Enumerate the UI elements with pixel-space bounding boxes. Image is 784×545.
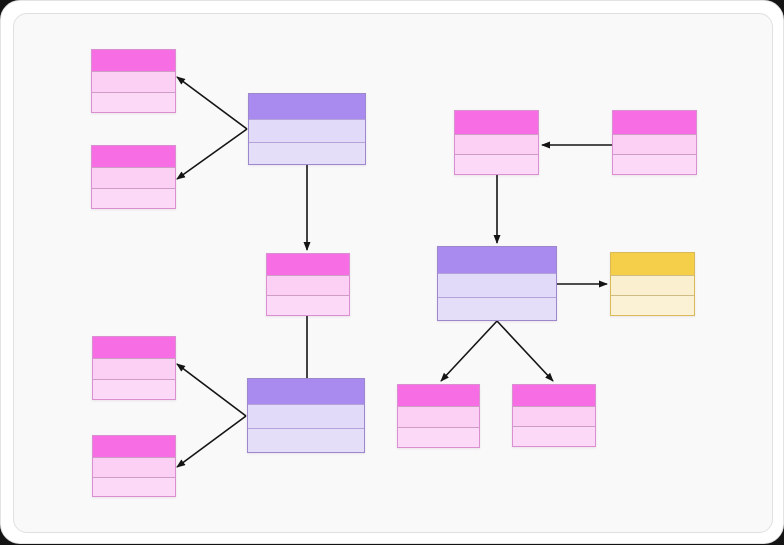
table-node-row	[248, 428, 364, 452]
table-node-pink-bottom-mid-2[interactable]	[512, 384, 596, 447]
table-node-row	[92, 91, 175, 112]
table-node-row	[398, 407, 479, 427]
table-node-row	[93, 378, 175, 399]
table-node-header	[248, 379, 364, 405]
table-node-row	[455, 135, 538, 154]
table-node-row	[611, 295, 694, 315]
table-node-row	[92, 187, 175, 208]
table-node-purple-bottom[interactable]	[247, 378, 365, 453]
table-node-header	[93, 436, 175, 458]
table-node-row	[398, 426, 479, 447]
table-node-row	[249, 141, 365, 164]
table-node-row	[93, 359, 175, 379]
table-node-purple-right[interactable]	[437, 246, 557, 321]
table-node-header	[92, 146, 175, 168]
table-node-header	[267, 254, 349, 276]
table-node-yellow-right[interactable]	[610, 252, 695, 316]
table-node-row	[92, 168, 175, 188]
table-node-header	[613, 111, 696, 135]
table-node-row	[513, 407, 595, 426]
table-node-row	[455, 154, 538, 174]
table-node-header	[611, 253, 694, 276]
table-node-row	[267, 295, 349, 315]
table-node-row	[93, 476, 175, 496]
table-node-header	[93, 337, 175, 359]
connector-arrow[interactable]	[176, 128, 248, 180]
table-node-row	[513, 426, 595, 446]
table-node-header	[455, 111, 538, 135]
table-node-header	[438, 247, 556, 274]
table-node-pink-bottom-left-2[interactable]	[92, 435, 176, 497]
table-node-pink-top-left-2[interactable]	[91, 145, 176, 209]
table-node-header	[513, 385, 595, 407]
connector-arrow[interactable]	[496, 320, 554, 382]
table-node-pink-bottom-mid-1[interactable]	[397, 384, 480, 448]
table-node-row	[93, 458, 175, 477]
table-node-pink-top-left-1[interactable]	[91, 49, 176, 113]
table-node-header	[398, 385, 479, 407]
table-node-row	[92, 72, 175, 92]
table-node-row	[438, 274, 556, 297]
connector-arrow[interactable]	[176, 76, 248, 130]
table-node-row	[613, 135, 696, 154]
table-node-header	[92, 50, 175, 72]
table-node-row	[267, 276, 349, 295]
table-node-pink-middle[interactable]	[266, 253, 350, 316]
connector-arrow[interactable]	[440, 320, 498, 382]
table-node-row	[249, 120, 365, 142]
connector-arrow[interactable]	[176, 363, 247, 417]
table-node-purple-top[interactable]	[248, 93, 366, 165]
table-node-pink-far-right[interactable]	[612, 110, 697, 175]
table-node-header	[249, 94, 365, 120]
table-node-row	[613, 154, 696, 174]
table-node-row	[438, 296, 556, 320]
table-node-pink-mid-right[interactable]	[454, 110, 539, 175]
table-node-pink-bottom-left-1[interactable]	[92, 336, 176, 400]
connector-arrow[interactable]	[176, 415, 247, 468]
table-node-row	[248, 405, 364, 428]
table-node-row	[611, 276, 694, 295]
